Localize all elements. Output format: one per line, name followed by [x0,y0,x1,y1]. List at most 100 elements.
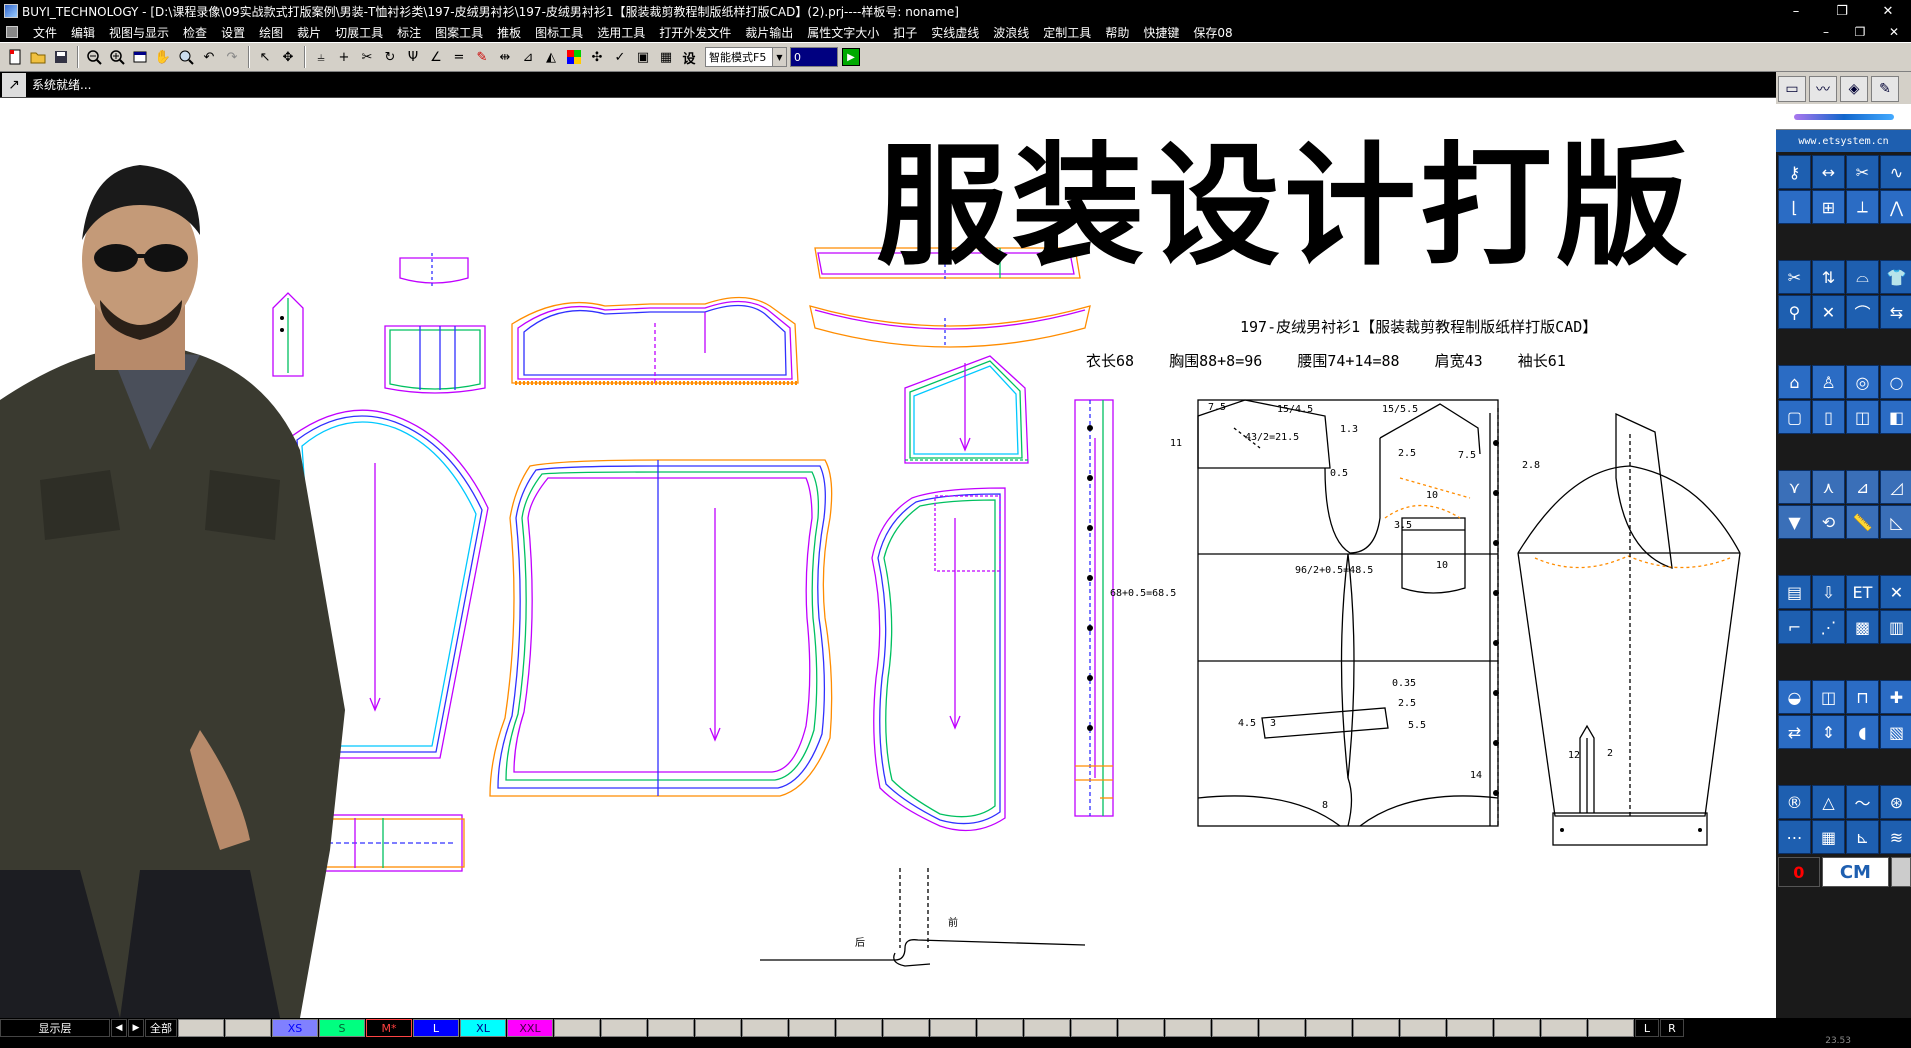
split-tool-icon[interactable]: ◫ [1812,680,1845,714]
empty-size-slot[interactable] [1494,1019,1540,1037]
empty-size-slot[interactable] [178,1019,224,1037]
dimension-tool-icon[interactable]: ↔ [1812,155,1845,189]
corner-tool-icon[interactable]: ⌐ [1778,610,1811,644]
menu-custom-tools[interactable]: 定制工具 [1043,25,1092,40]
arrows-split-tool-icon[interactable]: ⇄ [1778,715,1811,749]
shoe-tool-icon[interactable]: ⌒ [1846,295,1879,329]
edit-pen-icon[interactable]: ✎ [1871,76,1899,102]
mode-select[interactable]: 智能模式F5 ▼ [705,47,787,67]
empty-size-slot[interactable] [789,1019,835,1037]
system-menu-icon[interactable] [6,26,18,38]
grid-icon[interactable]: ▦ [659,49,673,65]
column-tool-icon[interactable]: ▥ [1880,610,1911,644]
curve-view-icon[interactable]: 〰 [1809,76,1837,102]
empty-size-slot[interactable] [695,1019,741,1037]
parallel-lines-icon[interactable]: = [453,49,465,65]
collar-tool-icon[interactable]: ⌓ [1846,260,1879,294]
dart-tool-icon[interactable]: ⋀ [1880,190,1911,224]
fold-tool-icon[interactable]: ⊿ [1846,470,1879,504]
pan-hand-icon[interactable]: ✋ [154,49,172,65]
menu-grading[interactable]: 推板 [497,25,522,40]
calculator-icon[interactable] [1891,857,1911,887]
layers-tool-icon[interactable]: ▧ [1880,715,1911,749]
back-tool-icon[interactable]: ◧ [1880,400,1911,434]
measure-icon[interactable]: ⇹ [499,49,511,65]
graph-tool-icon[interactable]: ⌊ [1778,190,1811,224]
empty-size-slot[interactable] [1165,1019,1211,1037]
drawing-canvas[interactable]: 7.5 15/4.5 15/5.5 11 1.3 43/2=21.5 0.5 2… [0,98,1776,1018]
tape-tool-icon[interactable]: 〜 [1846,785,1879,819]
doc-close-button[interactable]: ✕ [1888,25,1900,39]
piece-view-icon[interactable]: ◈ [1840,76,1868,102]
restore-button[interactable]: ❐ [1836,3,1848,19]
rotate-icon[interactable]: ↻ [384,49,396,65]
table-tool-icon[interactable]: ▦ [1812,820,1845,854]
menu-solid-dashed[interactable]: 实线虚线 [931,25,980,40]
rotate-piece-tool-icon[interactable]: ⟲ [1812,505,1845,539]
size-l-button[interactable]: L [413,1019,459,1037]
sewing-machine-tool-icon[interactable]: ⌂ [1778,365,1811,399]
pin-tool-icon[interactable]: ⚲ [1778,295,1811,329]
open-folder-icon[interactable] [27,46,49,68]
grain-tool-icon[interactable]: ⇕ [1812,715,1845,749]
color-fill-icon[interactable] [563,46,585,68]
zoom-out-icon[interactable] [83,46,105,68]
menu-settings[interactable]: 设置 [221,25,246,40]
menu-pattern-tools[interactable]: 图案工具 [435,25,484,40]
empty-size-slot[interactable] [1588,1019,1634,1037]
empty-size-slot[interactable] [977,1019,1023,1037]
empty-size-slot[interactable] [836,1019,882,1037]
wedge-tool-icon[interactable]: ◺ [1880,505,1911,539]
empty-size-slot[interactable] [1447,1019,1493,1037]
empty-size-slot[interactable] [554,1019,600,1037]
pocket-tool-icon[interactable]: ▢ [1778,400,1811,434]
gather-tool-icon[interactable]: ⋏ [1812,470,1845,504]
scissor-tool-icon[interactable]: ✂ [1846,155,1879,189]
arrows-tool-icon[interactable]: ⇅ [1812,260,1845,294]
zoom-in-icon[interactable] [106,46,128,68]
empty-size-slot[interactable] [742,1019,788,1037]
size-m-button[interactable]: M* [366,1019,412,1037]
body-tool-icon[interactable]: ♙ [1812,365,1845,399]
empty-size-slot[interactable] [1212,1019,1258,1037]
spiral-tool-icon[interactable]: ◎ [1846,365,1879,399]
menu-piece[interactable]: 裁片 [297,25,322,40]
stitch-tool-icon[interactable]: ⋯ [1778,820,1811,854]
empty-size-slot[interactable] [1024,1019,1070,1037]
et-tool-icon[interactable]: ET [1846,575,1879,609]
menu-icon-tools[interactable]: 图标工具 [535,25,584,40]
menu-draw[interactable]: 绘图 [259,25,284,40]
add-point-icon[interactable]: + [338,49,350,65]
join-tool-icon[interactable]: ⊓ [1846,680,1879,714]
counter-zero[interactable]: 0 [1778,857,1820,887]
menu-view[interactable]: 视图与显示 [109,25,170,40]
menu-save08[interactable]: 保存08 [1193,25,1233,40]
menu-wave-line[interactable]: 波浪线 [993,25,1030,40]
snap-icon[interactable]: ✣ [591,49,603,65]
new-file-icon[interactable] [4,46,26,68]
zigzag-tool-icon[interactable]: ⋰ [1812,610,1845,644]
pleat-tool-icon[interactable]: ⋎ [1778,470,1811,504]
next-arrow-icon[interactable]: ▶ [128,1019,144,1037]
square-tool-icon[interactable]: ▩ [1846,610,1879,644]
empty-size-slot[interactable] [1541,1019,1587,1037]
download-tool-icon[interactable]: ⇩ [1812,575,1845,609]
size-xxl-button[interactable]: XXL [507,1019,553,1037]
size-xl-button[interactable]: XL [460,1019,506,1037]
seam-tool-icon[interactable]: ⊞ [1812,190,1845,224]
menu-file[interactable]: 文件 [33,25,58,40]
close-tool-icon[interactable]: ✕ [1880,575,1911,609]
ruler-tool-icon[interactable]: 📏 [1846,505,1879,539]
cut-line-tool-icon[interactable]: ✂ [1778,260,1811,294]
scissors-icon[interactable]: ✂ [361,49,373,65]
notch-tool-icon[interactable]: ⟂ [1846,190,1879,224]
sewing-icon[interactable]: ✓ [614,49,626,65]
left-button[interactable]: L [1635,1019,1659,1037]
align-icon[interactable]: ⫨ [317,49,325,65]
shirt-tool-icon[interactable]: 👕 [1880,260,1911,294]
zoom-window-icon[interactable] [175,46,197,68]
registered-tool-icon[interactable]: ® [1778,785,1811,819]
sleeve-tool-icon[interactable]: ▯ [1812,400,1845,434]
menu-attribute-text-size[interactable]: 属性文字大小 [807,25,880,40]
empty-size-slot[interactable] [1259,1019,1305,1037]
